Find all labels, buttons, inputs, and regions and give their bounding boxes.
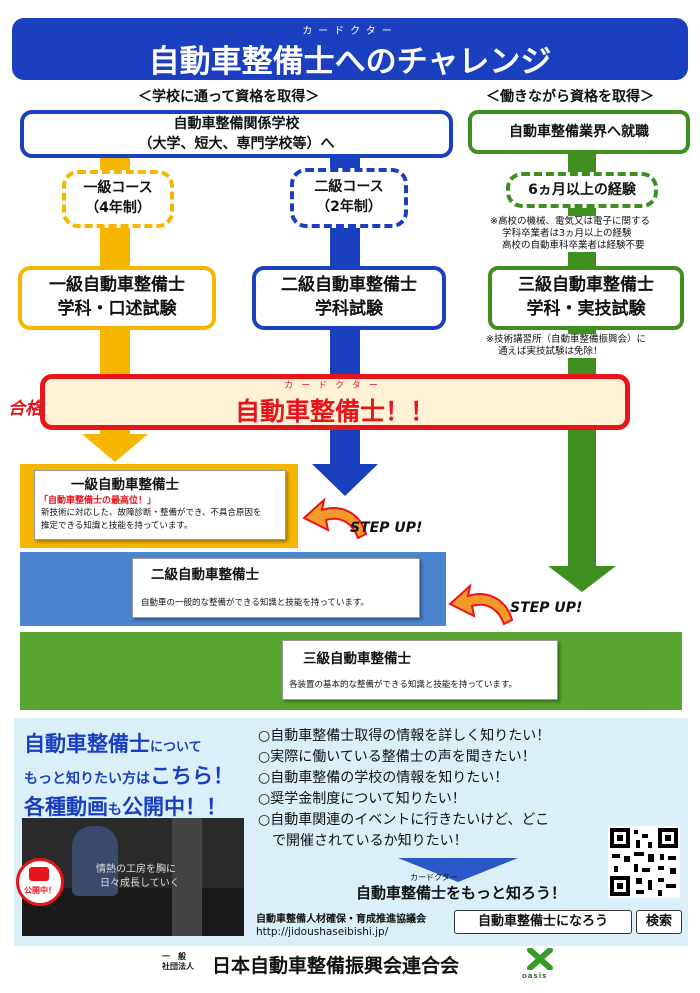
experience-note-line3: 高校の自動車科卒業者は経験不要 [502, 240, 645, 251]
experience-label: 6ヵ月以上の経験 [528, 182, 636, 198]
camera-icon [29, 867, 49, 881]
course2-line2: （2年制） [316, 199, 382, 215]
experience-box: 6ヵ月以上の経験 [506, 172, 658, 208]
job-box-label: 自動車整備業界へ就職 [509, 124, 649, 140]
level1-title: 一級自動車整備士 [71, 477, 179, 493]
experience-note-line1: ※高校の機械、電気又は電子に関する [490, 216, 650, 227]
exam3-box: 三級自動車整備士 学科・実技試験 [488, 266, 684, 330]
cta-ruby: カードクター [410, 873, 458, 882]
level3-body: 各装置の基本的な整備ができる知識と技能を持っています。 [289, 680, 518, 690]
promo-part2: について [150, 740, 202, 755]
level1-body1: 新技術に対応した、故障診断・整備ができ、不具合原因を [41, 508, 262, 518]
exam1-line2: 学科・口述試験 [57, 299, 177, 319]
pass-ruby: カードクター [284, 381, 386, 391]
level2-title: 二級自動車整備士 [151, 567, 259, 583]
course1-line1: 一級コース [83, 180, 153, 196]
experience-note: ※高校の機械、電気又は電子に関する 学科卒業者は3ヵ月以上の経験 高校の自動車科… [490, 216, 698, 252]
step-up-label-2: STEP UP! [510, 600, 583, 616]
level2-card: 二級自動車整備士 自動車の一般的な整備ができる知識と技能を持っています。 [132, 558, 420, 618]
arrow-yellow-2 [100, 226, 130, 270]
org-type-line1: 一 般 [162, 952, 186, 961]
title-ruby: カードクター [302, 26, 398, 37]
promo-part4: こちら！ [150, 764, 234, 788]
arrow-yellow-head [82, 434, 148, 462]
course1-box: 一級コース （4年制） [62, 170, 174, 228]
arrow-green-4 [568, 426, 596, 568]
arrow-blue-4 [330, 426, 360, 466]
promo-part6: も [108, 802, 122, 818]
org-name: 日本自動車整備振興会連合会 [212, 955, 460, 977]
org-type-line2: 社団法人 [162, 962, 194, 971]
experience-note-line2: 学科卒業者は3ヵ月以上の経験 [502, 228, 632, 239]
site-url[interactable]: http://jidoushaseibishi.jp/ [256, 926, 389, 938]
oasis-logo-icon [527, 948, 553, 970]
cta-text: 自動車整備士をもっと知ろう！ [356, 884, 567, 902]
video-caption-1: 情熱の工房を胸に [96, 864, 176, 875]
promo-part7: 公開中！！ [122, 795, 227, 819]
school-box-line1: 自動車整備関係学校 [173, 116, 300, 132]
level1-body2: 推定できる知識と技能を持っています。 [41, 521, 193, 531]
video-badge-label: 公開中！ [24, 886, 56, 895]
exam3-line2: 学科・実技試験 [526, 299, 646, 319]
exemption-note: ※技術講習所（自動車整備振興会）に 通えば実技試験は免除！ [486, 334, 698, 358]
work-route-heading: ＜働きながら資格を取得＞ [486, 89, 654, 105]
wish-item: ○自動車整備の学校の情報を知りたい！ [258, 770, 509, 786]
promo-part3: もっと知りたい方は [24, 771, 150, 787]
arrow-yellow-3 [100, 326, 130, 382]
promo-part5: 各種動画 [24, 795, 108, 819]
page-title: 自動車整備士へのチャレンジ [148, 44, 552, 80]
school-box: 自動車整備関係学校 （大学、短大、専門学校等）へ [20, 110, 453, 158]
exam1-line1: 一級自動車整備士 [49, 275, 185, 295]
level2-body: 自動車の一般的な整備ができる知識と技能を持っています。 [141, 598, 370, 608]
search-button[interactable]: 検索 [636, 910, 682, 934]
wish-item: ○自動車整備士取得の情報を詳しく知りたい！ [258, 728, 551, 744]
exemption-note-line2: 通えば実技試験は免除！ [498, 346, 603, 357]
arrow-blue-2 [330, 226, 360, 270]
exam2-line2: 学科試験 [315, 299, 383, 319]
wish-item: で開催されているか知りたい！ [258, 833, 468, 849]
course1-line2: （4年制） [85, 200, 151, 216]
arrow-blue-head [312, 464, 378, 496]
exam2-line1: 二級自動車整備士 [281, 275, 417, 295]
step-up-label-1: STEP UP! [350, 520, 423, 536]
video-badge: 公開中！ [16, 858, 64, 906]
arrow-green-head [548, 566, 616, 592]
oasis-logo-text: oasis [522, 972, 548, 980]
promo-part1: 自動車整備士 [24, 732, 150, 756]
level3-title: 三級自動車整備士 [303, 651, 411, 667]
step-up-arrow-2 [448, 583, 514, 626]
search-term-box[interactable]: 自動車整備士になろう [454, 910, 632, 934]
wish-item: ○奨学金制度について知りたい！ [258, 791, 466, 807]
arrow-green-1 [568, 152, 596, 174]
org-type: 一 般 社団法人 [162, 952, 194, 972]
pass-text: 自動車整備士！！ [234, 397, 435, 426]
step-up-arrow-1 [302, 497, 368, 540]
course2-line1: 二級コース [314, 179, 384, 195]
wish-item: ○自動車関連のイベントに行きたいけど、どこ [258, 812, 550, 828]
level1-tag: 「自動車整備士の最高位！」 [39, 496, 157, 506]
promo-text: 自動車整備士について もっと知りたい方はこちら！ 各種動画も公開中！！ [24, 730, 256, 824]
level1-card: 一級自動車整備士 「自動車整備士の最高位！」 新技術に対応した、故障診断・整備が… [34, 470, 286, 540]
school-route-heading: ＜学校に通って資格を取得＞ [138, 89, 320, 105]
job-box: 自動車整備業界へ就職 [468, 110, 690, 154]
school-box-line2: （大学、短大、専門学校等）へ [138, 136, 335, 152]
exemption-note-line1: ※技術講習所（自動車整備振興会）に [486, 334, 646, 345]
level3-card: 三級自動車整備士 各装置の基本的な整備ができる知識と技能を持っています。 [282, 640, 558, 700]
arrow-blue-3 [330, 326, 360, 382]
exam1-box: 一級自動車整備士 学科・口述試験 [18, 266, 216, 330]
wish-list: ○自動車整備士取得の情報を詳しく知りたい！ ○実際に働いている整備士の声を聞きた… [258, 726, 688, 852]
arrow-yellow-4 [100, 426, 130, 436]
pass-banner [40, 374, 630, 430]
title-banner [12, 18, 688, 80]
cta-arrow [398, 858, 518, 882]
video-caption-2: 日々成長していく [100, 878, 180, 889]
council-name: 自動車整備人材確保・育成推進協議会 [256, 914, 426, 925]
exam2-box: 二級自動車整備士 学科試験 [252, 266, 446, 330]
exam3-line1: 三級自動車整備士 [518, 275, 654, 295]
wish-item: ○実際に働いている整備士の声を聞きたい！ [258, 749, 536, 765]
course2-box: 二級コース （2年制） [290, 168, 408, 228]
qr-code-icon[interactable] [608, 826, 680, 898]
